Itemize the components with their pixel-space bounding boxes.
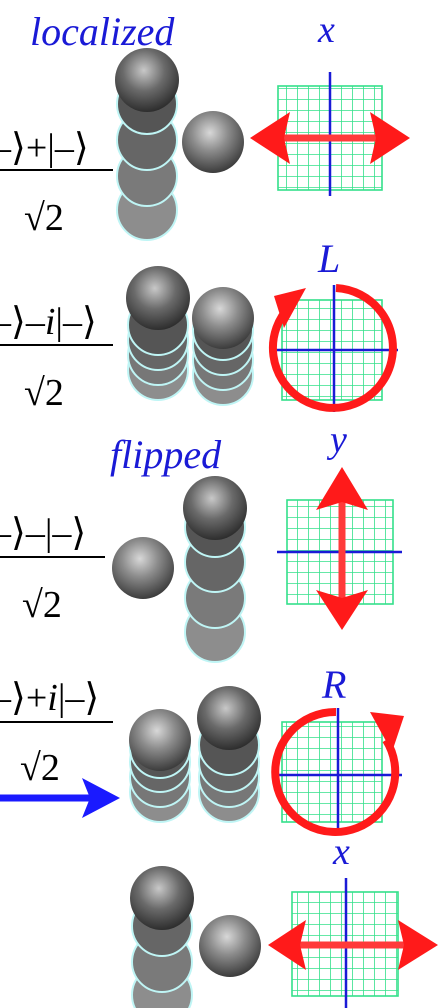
row-2-numerator-i: i bbox=[45, 301, 56, 343]
single-ball-icon bbox=[112, 537, 174, 599]
row-2-formula: –⟩–i|–⟩ √2 bbox=[0, 301, 113, 414]
row-1-formula: –⟩+|–⟩ √2 bbox=[0, 127, 113, 239]
row-3-numerator: –⟩–|–⟩ bbox=[0, 512, 86, 554]
svg-text:–⟩+i|–⟩: –⟩+i|–⟩ bbox=[0, 677, 99, 719]
grid-with-arrow-icon bbox=[277, 467, 402, 630]
row-3-denominator: √2 bbox=[22, 584, 62, 626]
ball-stack-icon bbox=[130, 866, 194, 1008]
row-2-numerator-right: |–⟩ bbox=[55, 301, 96, 343]
x-axis-label-bottom: x bbox=[332, 831, 350, 873]
ball-stack-icon bbox=[115, 48, 179, 240]
grid-with-arrow-icon bbox=[268, 878, 438, 1008]
row-1-numerator: –⟩+|–⟩ bbox=[0, 127, 89, 169]
circular-arrow-icon bbox=[275, 708, 404, 835]
ball-stack-icon bbox=[192, 287, 254, 405]
ball-stack-icon bbox=[129, 709, 191, 822]
row-4-denominator: √2 bbox=[20, 747, 60, 789]
row-2-numerator-left: –⟩– bbox=[0, 301, 46, 343]
row-2-denominator: √2 bbox=[24, 372, 64, 414]
circular-arrow-icon bbox=[272, 285, 398, 412]
row-3-formula: –⟩–|–⟩ √2 bbox=[0, 512, 105, 626]
ball-stack-icon bbox=[183, 476, 247, 662]
row-4-numerator-i: i bbox=[47, 677, 58, 719]
single-ball-icon bbox=[199, 915, 261, 977]
svg-text:–⟩–i|–⟩: –⟩–i|–⟩ bbox=[0, 301, 97, 343]
x-axis-label-top: x bbox=[317, 9, 335, 51]
single-ball-icon bbox=[182, 111, 244, 173]
ball-stack-icon bbox=[197, 686, 261, 822]
y-axis-label: y bbox=[326, 419, 347, 461]
ball-stack-icon bbox=[126, 266, 190, 400]
row-4-numerator-left: –⟩+ bbox=[0, 677, 47, 719]
flipped-label: flipped bbox=[110, 432, 222, 477]
row-4-numerator-right: |–⟩ bbox=[58, 677, 99, 719]
R-label: R bbox=[321, 662, 346, 707]
L-label: L bbox=[317, 236, 340, 281]
localized-label: localized bbox=[30, 9, 175, 54]
row-1-denominator: √2 bbox=[24, 197, 64, 239]
grid-with-arrow-icon bbox=[250, 72, 410, 196]
row-4-formula: –⟩+i|–⟩ √2 bbox=[0, 677, 113, 789]
blue-arrow bbox=[0, 778, 120, 818]
